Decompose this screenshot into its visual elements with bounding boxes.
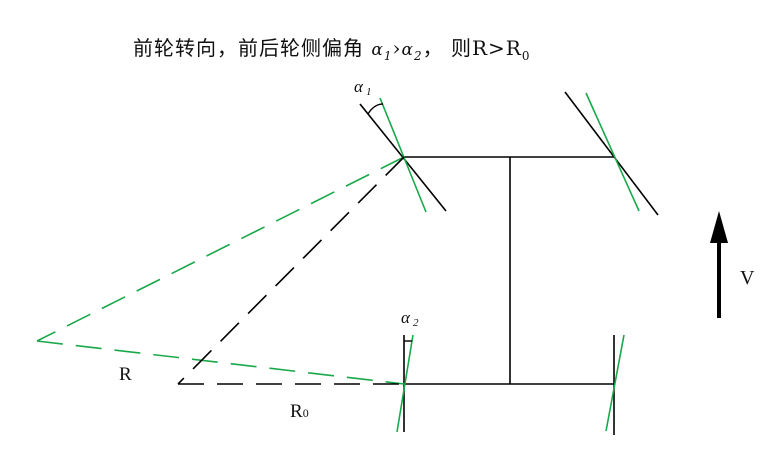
front-left-velocity-direction [379,97,427,213]
v-label: V [740,267,755,289]
rear-right-velocity-direction [605,334,625,432]
r0-subscript: 0 [521,49,531,63]
velocity-arrow-head [710,211,728,243]
radius-r0-front-line [177,156,405,385]
title-text: 前轮转向，前后轮侧偏角 [133,36,372,60]
alpha2-symbol: α [401,40,414,60]
alpha2-subscript: 2 [413,49,423,63]
front-right-wheel [564,91,659,216]
r-label: R [119,364,132,385]
alpha1-angle-arc [367,103,384,115]
alpha1-symbol: α [371,40,384,60]
radius-r-rear-line [36,340,405,385]
greater-than-sign: › [392,36,402,60]
alpha1-subscript: 1 [383,49,393,63]
rear-left-velocity-direction [396,334,414,433]
front-right-velocity-direction [585,92,640,212]
conclusion-text: ， 则R>R [422,36,522,60]
r0-label: R0 [290,401,309,422]
diagram-title: 前轮转向，前后轮侧偏角 α1›α2， 则R>R0 [133,32,530,63]
radius-r-front-line [36,156,405,342]
